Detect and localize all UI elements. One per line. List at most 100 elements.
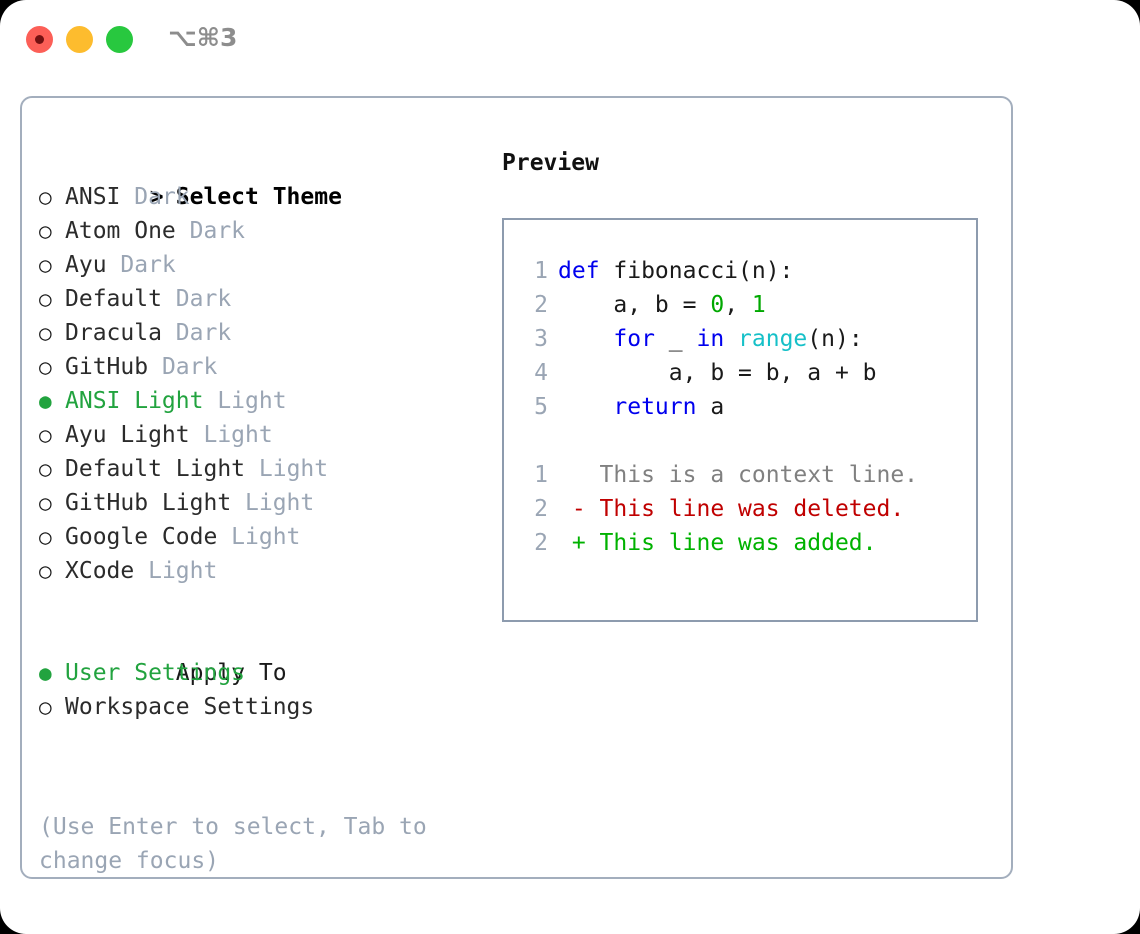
theme-list-item[interactable]: ○ Atom One Dark — [39, 214, 499, 248]
apply-to-option-label: User Settings — [65, 660, 246, 686]
theme-list-item[interactable]: ○ GitHub Dark — [39, 350, 499, 384]
radio-unselected-icon: ○ — [39, 559, 65, 583]
radio-unselected-icon: ○ — [39, 253, 65, 277]
radio-unselected-icon: ○ — [39, 321, 65, 345]
theme-list-item[interactable]: ○ Default Dark — [39, 282, 499, 316]
code-line: 5 return a — [518, 390, 976, 424]
theme-variant-badge: Light — [231, 524, 301, 550]
theme-list-item[interactable]: ○ ANSI Dark — [39, 180, 499, 214]
theme-variant-badge: Dark — [134, 184, 190, 210]
diff-text: This line was added. — [599, 530, 877, 556]
prompt-caret-icon: > — [149, 184, 164, 210]
list-spacer — [39, 588, 499, 622]
diff-marker: + — [558, 530, 600, 556]
diff-text: This line was deleted. — [599, 496, 905, 522]
diff-line: 1 This is a context line. — [518, 458, 976, 492]
theme-name: GitHub Light — [65, 490, 246, 516]
code-line: 2 a, b = 0, 1 — [518, 288, 976, 322]
diff-sample: 1 This is a context line.2 - This line w… — [518, 458, 976, 560]
theme-list-item[interactable]: ○ Ayu Dark — [39, 248, 499, 282]
theme-list-item[interactable]: ○ Ayu Light Light — [39, 418, 499, 452]
radio-unselected-icon: ○ — [39, 491, 65, 515]
keyboard-shortcut-label: ⌥⌘3 — [168, 23, 238, 52]
main-panel: >Select Theme ○ ANSI Dark○ Atom One Dark… — [20, 96, 1013, 879]
theme-variant-badge: Dark — [175, 320, 232, 346]
theme-picker: >Select Theme ○ ANSI Dark○ Atom One Dark… — [39, 146, 499, 724]
code-line: 4 a, b = b, a + b — [518, 356, 976, 390]
code-token: in — [696, 326, 725, 352]
theme-list: ○ ANSI Dark○ Atom One Dark○ Ayu Dark○ De… — [39, 180, 499, 588]
preview-gap — [518, 424, 976, 458]
radio-unselected-icon: ○ — [39, 525, 65, 549]
theme-list-item[interactable]: ○ Default Light Light — [39, 452, 499, 486]
line-number: 3 — [534, 326, 548, 352]
theme-variant-badge: Dark — [175, 286, 232, 312]
line-number: 2 — [534, 292, 548, 318]
apply-to-option-label: Workspace Settings — [65, 694, 315, 720]
radio-unselected-icon: ○ — [39, 457, 65, 481]
radio-unselected-icon: ○ — [39, 695, 65, 719]
diff-line: 2 - This line was deleted. — [518, 492, 976, 526]
theme-variant-badge: Dark — [161, 354, 218, 380]
radio-unselected-icon: ○ — [39, 355, 65, 379]
theme-list-item[interactable]: ○ GitHub Light Light — [39, 486, 499, 520]
apply-to-heading-label: Apply To — [175, 660, 287, 686]
theme-name: Default — [65, 286, 176, 312]
code-line: 1 def fibonacci(n): — [518, 254, 976, 288]
window-titlebar: ⌥⌘3 — [0, 0, 1140, 78]
code-token: _ — [654, 326, 697, 352]
line-number: 5 — [534, 394, 548, 420]
apply-to-option[interactable]: ● User Settings — [39, 656, 499, 690]
code-token: fibonacci(n): — [613, 258, 794, 284]
diff-marker: - — [558, 496, 600, 522]
window-maximize-button[interactable] — [106, 26, 133, 53]
radio-unselected-icon: ○ — [39, 185, 65, 209]
theme-variant-badge: Dark — [189, 218, 246, 244]
radio-unselected-icon: ○ — [39, 287, 65, 311]
theme-variant-badge: Light — [245, 490, 315, 516]
diff-marker — [558, 462, 600, 488]
code-token: a — [696, 394, 725, 420]
code-token: for — [613, 326, 655, 352]
theme-variant-badge: Light — [203, 422, 273, 448]
code-token — [724, 326, 738, 352]
theme-name: XCode — [65, 558, 149, 584]
line-number: 1 — [534, 258, 548, 284]
code-line: 3 for _ in range(n): — [518, 322, 976, 356]
theme-picker-heading: >Select Theme — [39, 146, 499, 210]
theme-name: ANSI — [65, 184, 135, 210]
theme-name: GitHub — [65, 354, 162, 380]
line-number: 2 — [534, 530, 548, 556]
code-token: (n): — [807, 326, 863, 352]
diff-text: This is a context line. — [599, 462, 919, 488]
theme-list-item[interactable]: ○ Dracula Dark — [39, 316, 499, 350]
apply-to-list: ● User Settings○ Workspace Settings — [39, 656, 499, 724]
theme-name: ANSI Light — [65, 388, 218, 414]
theme-variant-badge: Light — [258, 456, 329, 482]
theme-name: Google Code — [65, 524, 232, 550]
code-token — [558, 394, 613, 420]
code-token: a, b = b, a + b — [558, 360, 877, 386]
code-token: def — [558, 258, 614, 284]
radio-selected-icon: ● — [39, 661, 65, 685]
theme-list-item[interactable]: ● ANSI Light Light — [39, 384, 499, 418]
radio-unselected-icon: ○ — [39, 423, 65, 447]
apply-to-heading: ○Apply To — [39, 622, 499, 686]
preview-title: Preview — [502, 150, 599, 176]
apply-to-option[interactable]: ○ Workspace Settings — [39, 690, 499, 724]
code-token: 0 — [710, 292, 725, 318]
theme-name: Default Light — [65, 456, 259, 482]
radio-unselected-icon: ○ — [39, 219, 65, 243]
window-close-button[interactable] — [26, 26, 53, 53]
theme-name: Dracula — [65, 320, 176, 346]
window-minimize-button[interactable] — [66, 26, 93, 53]
code-token: range — [738, 326, 808, 352]
keyboard-hint-text: (Use Enter to select, Tab to change focu… — [39, 814, 441, 874]
radio-selected-icon: ● — [39, 389, 65, 413]
theme-name: Ayu Light — [65, 422, 204, 448]
theme-list-item[interactable]: ○ XCode Light — [39, 554, 499, 588]
theme-list-item[interactable]: ○ Google Code Light — [39, 520, 499, 554]
theme-name: Ayu — [65, 252, 121, 278]
